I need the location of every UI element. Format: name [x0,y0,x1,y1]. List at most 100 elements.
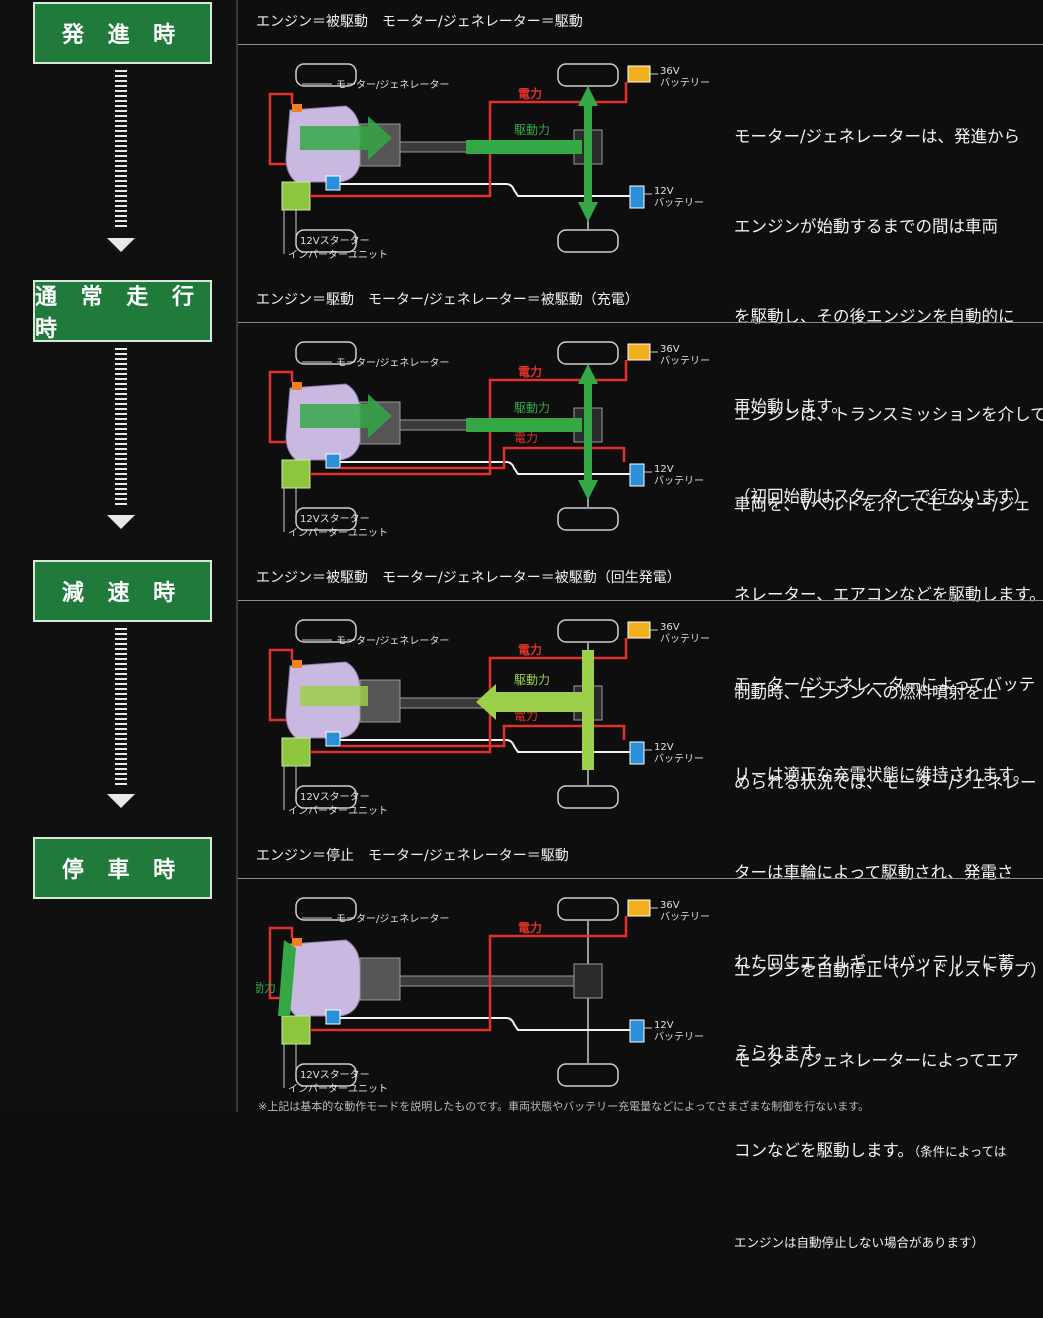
section-title: エンジン＝被駆動 モーター/ジェネレーター＝駆動 [256,14,583,30]
power-label: 電力 [518,920,542,935]
stage-deceleration: 減 速 時 [33,560,212,622]
battery-12v-icon [629,741,645,765]
power-line [310,638,628,754]
battery-36v-sublabel: バッテリー [660,633,710,645]
desc-line: エンジンは自動停止しない場合があります） [734,1227,1043,1258]
wire-12v [340,183,630,197]
battery-36v-label: 36V [660,622,680,633]
section-header: エンジン＝被駆動 モーター/ジェネレーター＝駆動 [238,0,1043,45]
starter-box [281,1015,311,1045]
power-line [268,92,294,166]
section-description: エンジンは、トランスミッションを介して 車両を、Vベルトを介してモーター/ジェ … [734,340,1043,850]
divider-line [236,0,238,1112]
battery-36v-icon [627,899,651,917]
power-label: 電力 [518,364,542,379]
section-stop: エンジン＝停止 モーター/ジェネレーター＝駆動 駆動力電力電力モーター/ジェネレ… [238,834,1043,1250]
starter-label: 12Vスターター [300,235,370,247]
wire-12v [340,461,630,475]
battery-36v-icon [627,65,651,83]
power-line [310,360,628,476]
wheel-icon [557,1063,619,1087]
desc-line: リーは適正な充電状態に維持されます。 [734,765,1030,784]
drive-bar [466,140,582,154]
battery-36v-icon [627,343,651,361]
desc-line: エンジンが始動するまでの間は車両 [734,217,998,236]
power-label: 電力 [518,86,542,101]
battery-12v-icon [629,463,645,487]
down-arrow-icon [107,238,135,252]
drivetrain-diagram: 電力駆動力電力電力モーター/ジェネレーター36Vバッテリー12Vバッテリー12V… [256,610,716,830]
power-line [310,82,628,198]
diagram-svg: 駆動力電力電力モーター/ジェネレーター36Vバッテリー12Vバッテリー12Vスタ… [268,63,710,261]
drive-arrow [300,394,392,438]
battery-12v-label: 12V [654,1020,674,1031]
drive-label: 駆動力 [514,673,550,687]
differential [573,963,603,999]
power-label: 電力 [518,642,542,657]
battery-36v-label: 36V [660,66,680,77]
section-description: モーター/ジェネレーターは、発進から エンジンが始動するまでの間は車両 を駆動し… [734,62,1043,572]
battery-12v-label: 12V [654,742,674,753]
drivetrain-diagram: 電力駆動力電力電力モーター/ジェネレーター36Vバッテリー12Vバッテリー12V… [256,332,716,552]
desc-note: （条件によっては [913,1144,1007,1159]
power-line [310,916,628,1032]
drivetrain-diagram: 駆動力電力電力モーター/ジェネレーター36Vバッテリー12Vバッテリー12Vスタ… [240,888,716,1108]
section-header: エンジン＝停止 モーター/ジェネレーター＝駆動 [238,834,1043,879]
transmission [359,957,401,1001]
stage-start: 発 進 時 [33,2,212,64]
inverter-label: インバーターユニット [288,805,388,817]
battery-36v-sublabel: バッテリー [660,77,710,89]
desc-line: コンなどを駆動します。（条件によっては [734,1136,1043,1167]
section-title: エンジン＝駆動 モーター/ジェネレーター＝被駆動（充電） [256,292,639,308]
inverter-label: インバーターユニット [288,527,388,539]
drive-label: 駆動力 [514,123,550,137]
desc-line: れた回生エネルギーはバッテリーに蓄 [734,953,1015,972]
starter-label: 12Vスターター [300,513,370,525]
battery-36v-sublabel: バッテリー [660,911,710,923]
power-line [340,446,626,470]
desc-line: められる状況では、モーター/ジェネレー [734,773,1037,792]
drive-label: 駆動力 [514,401,550,415]
regen-arrow [476,684,582,720]
section-title: エンジン＝被駆動 モーター/ジェネレーター＝被駆動（回生発電） [256,570,681,586]
wire-12v [340,1017,630,1031]
desc-line-text: コンなどを駆動します。 [734,1141,914,1160]
drive-arrow [300,686,368,706]
desc-line: モーター/ジェネレーターは、発進から [734,127,1021,146]
stage-stop: 停 車 時 [33,837,212,899]
power-line [268,926,294,1000]
drive-label: 駆動力 [256,981,276,995]
wheel-icon [557,341,619,365]
motor-generator-icon [292,104,302,112]
starter-label: 12Vスターター [300,1069,370,1081]
wheel-icon [557,619,619,643]
desc-line: えられます。 [734,1043,832,1062]
engine [285,939,361,1017]
wheel-icon [295,619,357,643]
battery-36v-label: 36V [660,900,680,911]
motor-generator-icon [292,382,302,390]
wheel-icon [295,507,357,531]
drive-arrow [278,940,296,1016]
inverter-box [325,731,341,747]
wheel-drive-arrow [578,86,598,222]
inverter-label: インバーターユニット [288,249,388,261]
dotted-flow-line [115,628,127,788]
motor-generator-label: モーター/ジェネレーター [336,913,449,925]
battery-36v-sublabel: バッテリー [660,355,710,367]
wheel-icon [295,63,357,87]
inverter-box [325,175,341,191]
desc-line: エンジンは、トランスミッションを介して [734,405,1043,424]
wheel-icon [295,897,357,921]
wheel-icon [557,229,619,253]
desc-line: 再始動します。 [734,397,848,416]
battery-12v-icon [629,185,645,209]
desc-line: エンジンを自動停止（アイドルストップ）中、 [734,961,1043,980]
drive-bar [466,418,582,432]
section-cruise: エンジン＝駆動 モーター/ジェネレーター＝被駆動（充電） 電力駆動力電力電力モー… [238,278,1043,784]
wheel-icon [295,785,357,809]
battery-12v-sublabel: バッテリー [654,1031,704,1043]
wheel-icon [557,507,619,531]
motor-generator-icon [292,938,302,946]
wire-12v [340,739,630,753]
